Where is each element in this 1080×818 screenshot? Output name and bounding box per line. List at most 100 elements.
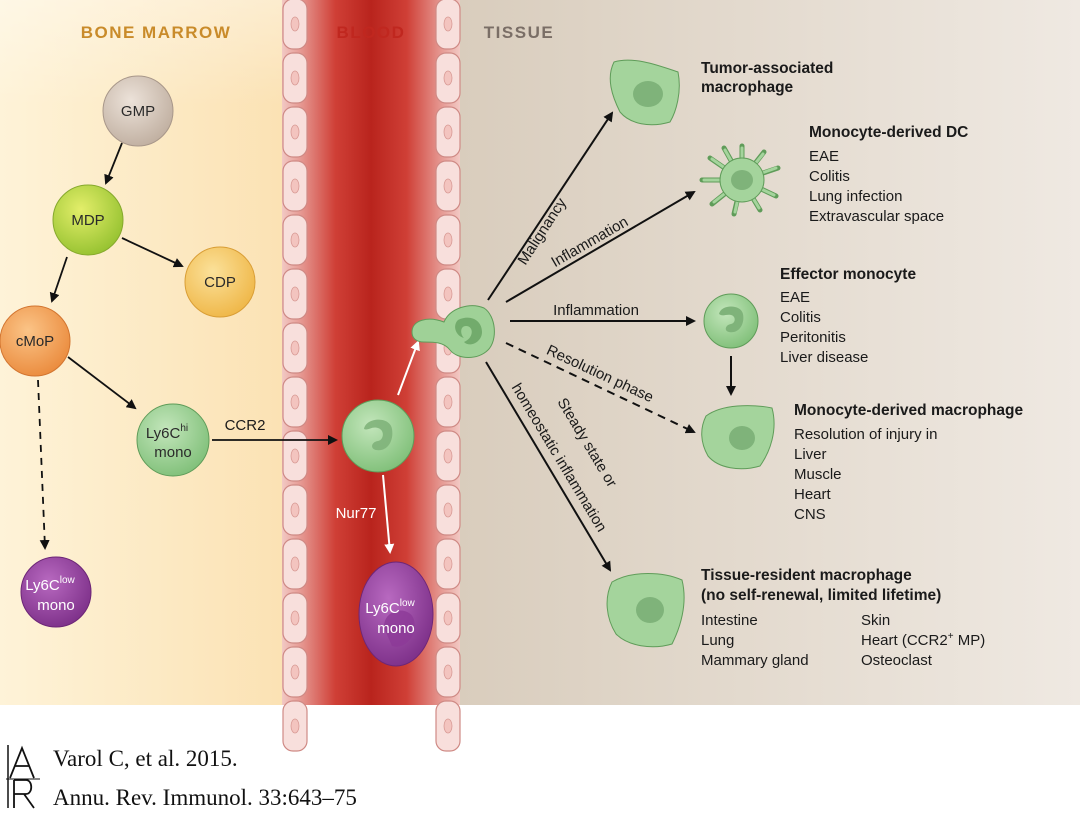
resident-item-osteoclast: Osteoclast [861,652,933,669]
tam-title-line2: macrophage [701,79,794,96]
gmp-cell: GMP [102,75,174,147]
effector-monocyte-cell [703,293,759,349]
endothelial-cell [435,538,461,590]
arrow-steady-state [485,361,612,572]
endothelial-cell [435,592,461,644]
endothelial-cell [435,0,461,50]
svg-text:Ly6Clow: Ly6Clow [365,598,415,617]
endothelial-cell [435,160,461,212]
effector-title: Effector monocyte [780,266,916,283]
bone-marrow-label: BONE MARROW [81,23,232,42]
arrow-malignancy [487,111,614,301]
cdp-cell: CDP [184,246,256,318]
dc-title: Monocyte-derived DC [809,124,968,141]
svg-text:mono: mono [377,620,415,637]
effector-item: Peritonitis [780,329,846,346]
endothelial-cell [282,376,308,428]
arrow-cmop-to-ly6c-hi [67,356,137,410]
endothelial-cell [282,646,308,698]
extravasating-monocyte [411,305,495,358]
endothelial-cell [282,106,308,158]
resident-item-skin: Skin [861,612,890,629]
ly6c-low-mono-bm-cell: Ly6Clow mono [20,556,92,628]
tissue-label: TISSUE [484,23,554,42]
resident-item-heart: Heart (CCR2+ MP) [861,631,985,649]
mdm-item: Liver [794,446,827,463]
citation-line2: Annu. Rev. Immunol. 33:643–75 [53,785,357,810]
citation-line1: Varol C, et al. 2015. [53,746,238,771]
dc-item: Lung infection [809,188,902,205]
nur77-label: Nur77 [336,505,377,522]
svg-text:cMoP: cMoP [16,333,54,350]
ccr2-label: CCR2 [225,417,266,434]
mdm-item: CNS [794,506,826,523]
inflammation-effector-label: Inflammation [553,302,639,319]
endothelial-cell [435,376,461,428]
endothelial-cell [282,160,308,212]
cmop-cell: cMoP [0,305,71,377]
endothelial-cell [435,700,461,752]
endothelial-cell [282,700,308,752]
mdm-item: Heart [794,486,832,503]
svg-text:CDP: CDP [204,274,236,291]
mdm-item: Muscle [794,466,842,483]
mdm-items: Resolution of injury in LiverMuscleHeartC… [794,426,937,523]
tumor-associated-macrophage-cell [609,59,680,126]
endothelial-cell [282,592,308,644]
svg-text:mono: mono [154,444,192,461]
endothelial-cell [435,106,461,158]
tam-title-line1: Tumor-associated [701,60,833,77]
mdm-title: Monocyte-derived macrophage [794,402,1023,419]
dc-item: Extravascular space [809,208,944,225]
dc-item: Colitis [809,168,850,185]
endothelial-cell [282,0,308,50]
mdm-item: Resolution of injury in [794,426,937,443]
ly6c-hi-mono-blood-cell [341,399,415,473]
endothelial-cell [282,322,308,374]
arrow-gmp-to-mdp [104,142,123,185]
svg-text:mono: mono [37,597,75,614]
endothelial-cell [282,214,308,266]
arrow-to-extravasation [397,340,420,396]
arrow-mdp-to-cdp [121,237,184,268]
tissue-region [460,0,1080,705]
resident-item: Intestine [701,612,758,629]
tissue-resident-macrophage-cell [606,573,685,648]
ly6c-hi-mono-bm-cell: Ly6Chi mono [136,403,210,477]
arrow-inflammation-dc [505,190,696,303]
endothelial-cell [282,52,308,104]
effector-item: EAE [780,289,810,306]
ly6c-low-mono-blood-cell: Ly6Clow mono [358,561,434,667]
endothelial-cell [282,430,308,482]
endothelial-cell [435,430,461,482]
monocyte-derived-macrophage-cell [701,405,775,470]
annual-reviews-logo [6,745,40,809]
effector-item: Colitis [780,309,821,326]
svg-text:GMP: GMP [121,103,155,120]
resident-title-line2: (no self-renewal, limited lifetime) [701,587,941,604]
endothelial-cell [282,484,308,536]
resident-item: Lung [701,632,734,649]
endothelial-cell [282,268,308,320]
svg-text:Ly6Clow: Ly6Clow [25,575,75,594]
monocyte-derived-dc-cell [699,143,781,217]
arrow-cmop-to-ly6c-low [37,379,50,550]
effector-item: Liver disease [780,349,868,366]
arrow-nur77 [382,474,395,554]
arrow-mdp-to-cmop [49,256,68,303]
resident-item: Mammary gland [701,652,809,669]
resident-title-line1: Tissue-resident macrophage [701,567,912,584]
mdp-cell: MDP [52,184,124,256]
endothelial-cell [435,214,461,266]
endothelial-cell [282,538,308,590]
endothelial-cell [435,646,461,698]
svg-text:Ly6Chi: Ly6Chi [146,423,188,442]
arrow-resolution-phase [505,342,696,434]
endothelial-cell [435,52,461,104]
blood-label: BLOOD [337,23,406,42]
svg-text:MDP: MDP [71,212,104,229]
